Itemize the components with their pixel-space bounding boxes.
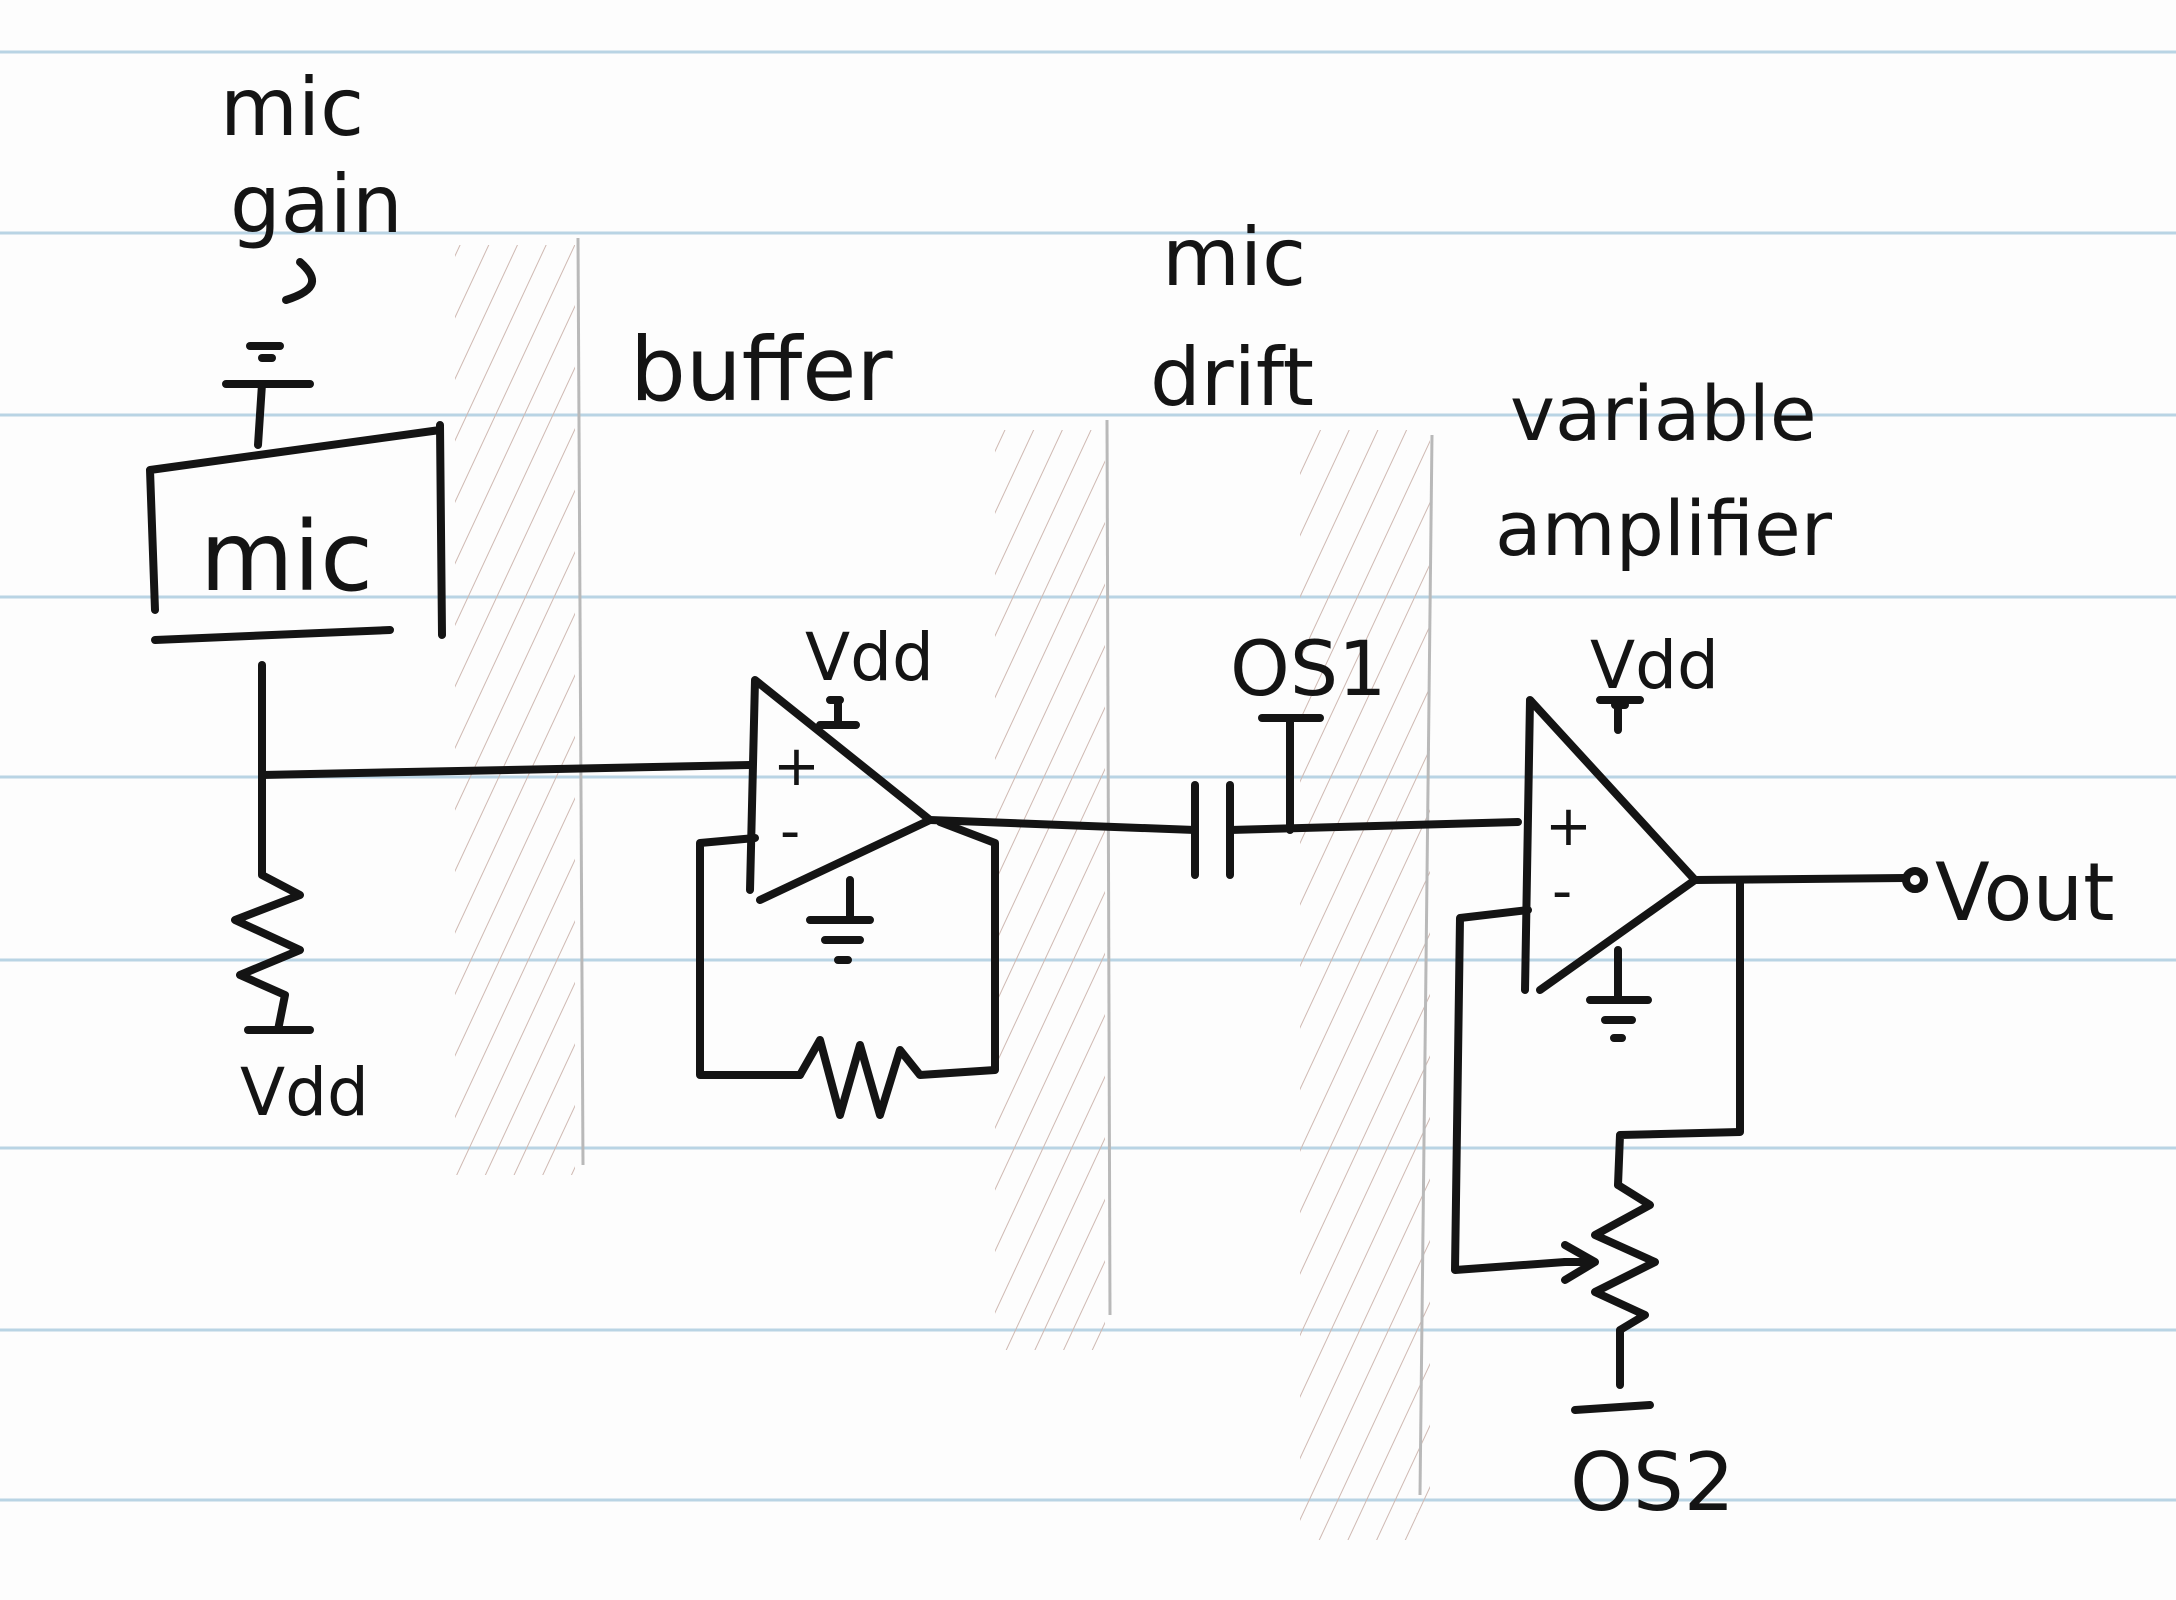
os1-capacitor <box>1191 781 1234 879</box>
os2-label: OS2 <box>1570 1436 1735 1529</box>
mic-drift-label-line2: drift <box>1150 331 1314 424</box>
buffer-opamp <box>746 676 934 964</box>
buffer-minus-sign: - <box>780 799 800 864</box>
amplifier-minus-feedback-wire <box>1451 906 1569 1274</box>
mic-component <box>146 421 446 644</box>
amplifier-minus-sign: - <box>1552 859 1572 924</box>
gain-potentiometer <box>1591 1181 1659 1389</box>
buffer-feedback-loop <box>696 834 804 1079</box>
variable-amplifier-label-line2: amplifier <box>1495 484 1833 573</box>
section-divider-1 <box>455 237 585 1175</box>
mic-ground-symbol <box>222 342 314 449</box>
buffer-label: buffer <box>630 318 893 421</box>
variable-amplifier-label-line1: variable <box>1510 369 1817 458</box>
section-divider-3 <box>1300 430 1434 1540</box>
section-divider-2 <box>995 419 1112 1350</box>
potentiometer-wiper-arrow <box>1561 1241 1599 1284</box>
amplifier-opamp <box>1521 696 1699 1042</box>
buffer-plus-sign: + <box>773 734 820 799</box>
buffer-feedback-resistor <box>796 818 999 1119</box>
input-resistor <box>231 856 304 1034</box>
amplifier-output-wire <box>1691 874 1909 884</box>
capacitor-output-wire <box>1226 818 1522 834</box>
mic-gain-label-line2: gain <box>230 158 403 251</box>
mic-drift-label-line1: mic <box>1162 211 1306 304</box>
mic-box-label: mic <box>200 501 373 613</box>
vout-terminal <box>1902 867 1928 893</box>
vdd-bottom-label: Vdd <box>240 1054 369 1131</box>
mic-gain-arrow <box>282 258 317 304</box>
buffer-output-wire <box>926 816 1199 834</box>
vout-label: Vout <box>1935 846 2115 939</box>
vdd-buffer-label: Vdd <box>805 619 934 696</box>
amplifier-plus-sign: + <box>1545 794 1592 859</box>
buffer-input-wire <box>258 761 754 779</box>
os1-label: OS1 <box>1230 624 1386 713</box>
mic-gain-label-line1: mic <box>220 61 364 154</box>
amplifier-feedback-wire <box>1614 876 1744 1189</box>
os2-bias-bar <box>1571 1401 1654 1414</box>
vdd-amplifier-label: Vdd <box>1590 627 1719 704</box>
